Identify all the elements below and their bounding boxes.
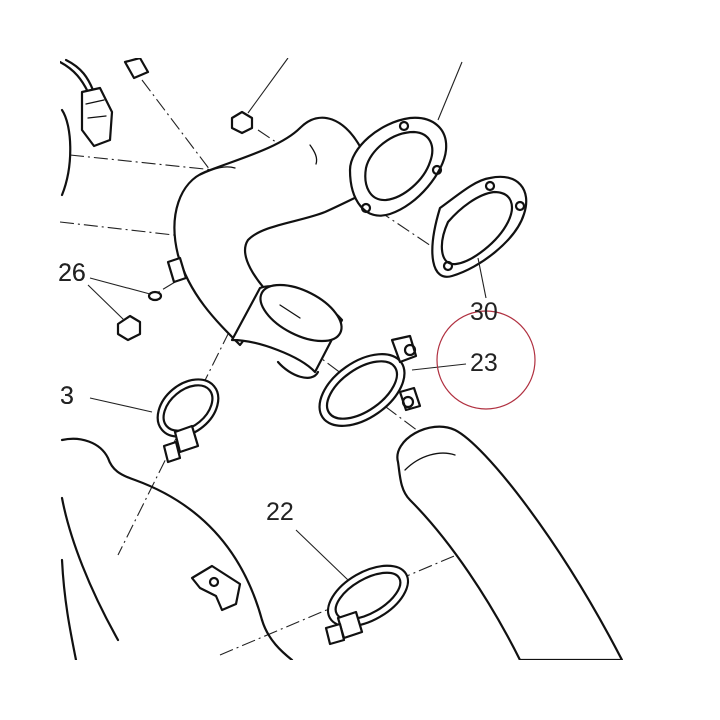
- highlight-circle: [436, 310, 536, 410]
- sensor-connector: [58, 56, 150, 197]
- frame-housing: [60, 437, 294, 662]
- nut-part: [230, 57, 289, 135]
- callout-30: 30: [470, 298, 498, 326]
- callout-22: 22: [266, 498, 294, 526]
- callout-26: 26: [58, 259, 86, 287]
- bottom-margin: [0, 660, 720, 720]
- bolt-part-26: [87, 277, 163, 342]
- right-margin: [623, 0, 720, 720]
- sleeve-coupling: [230, 283, 344, 379]
- gasket-part-30: [431, 175, 528, 299]
- callout-23: 23: [470, 349, 498, 377]
- callout-3-label: 3: [60, 382, 74, 410]
- elbow-pipe: [166, 61, 463, 347]
- callout-3: 3: [60, 382, 74, 410]
- top-margin: [0, 0, 720, 58]
- clamp-part-3: [89, 378, 220, 464]
- clamp-part-23: [318, 334, 467, 427]
- hose-part: [396, 425, 624, 662]
- left-margin: [0, 0, 60, 720]
- callout-26-label: 26: [58, 259, 86, 287]
- clamp-part-22: [295, 529, 410, 646]
